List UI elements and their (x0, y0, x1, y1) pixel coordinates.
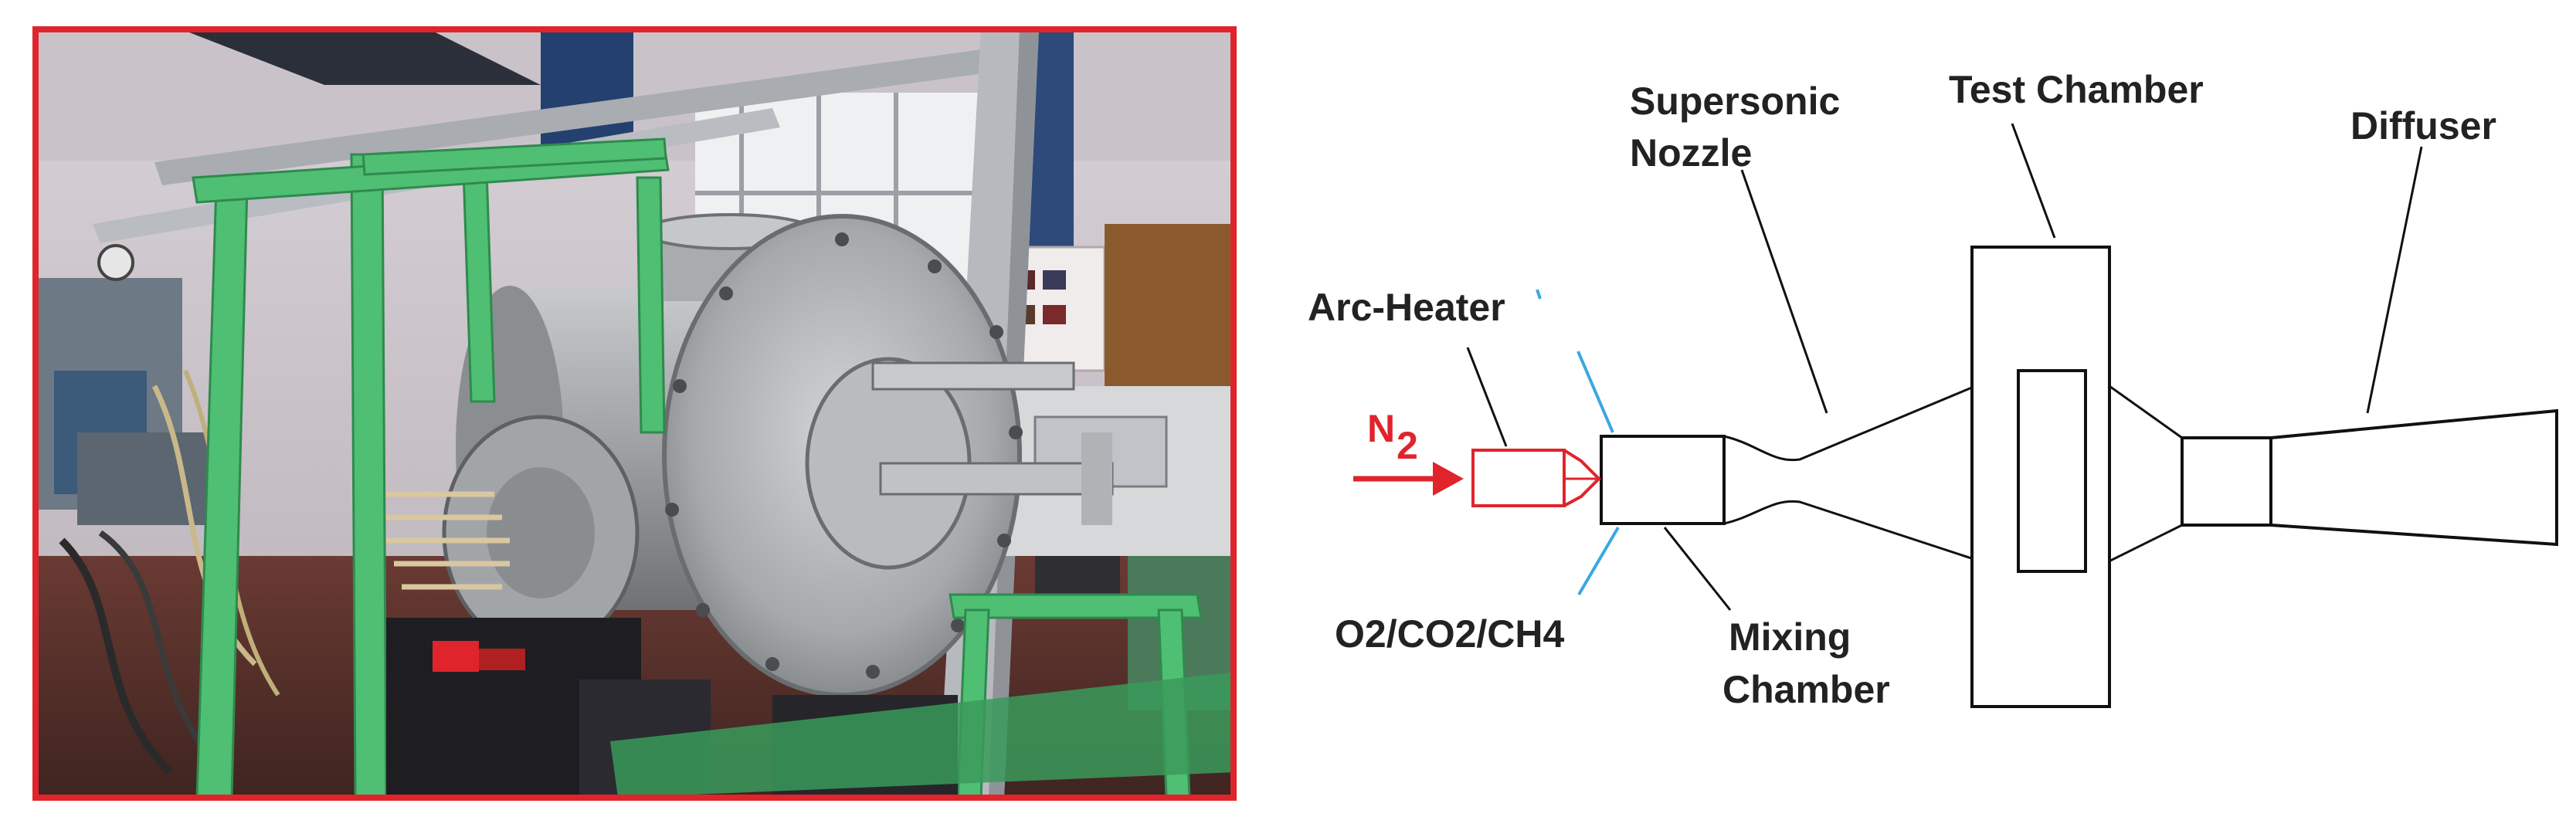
mixing-chamber-label-1: Mixing (1729, 615, 1851, 659)
test-chamber-inner-box (2017, 369, 2087, 573)
diffuser-leader (2366, 146, 2423, 414)
diffuser-shape (2085, 368, 2558, 574)
gases-label: O2/CO2/CH4 (1335, 612, 1565, 656)
nozzle-leader (1740, 169, 1828, 414)
n2-subscript: 2 (1397, 424, 1418, 467)
supersonic-nozzle-shape (1723, 368, 2017, 574)
mixing-chamber-box (1600, 435, 1726, 525)
mixing-chamber-leader (1663, 527, 1732, 611)
arc-heater-shape (1471, 449, 1601, 507)
n2-label: N (1367, 407, 1395, 450)
test-chamber-leader (2011, 123, 2056, 239)
mixing-chamber-label-2: Chamber (1722, 668, 1890, 711)
injection-line-bottom (1577, 526, 1620, 596)
test-chamber-label: Test Chamber (1949, 68, 2204, 111)
facility-photo (36, 29, 1234, 798)
injection-line-top (1576, 351, 1614, 433)
arc-heater-leader (1466, 347, 1508, 447)
supersonic-nozzle-label-1: Supersonic (1630, 80, 1840, 123)
photo-frame (32, 26, 1237, 801)
schematic-diagram: Supersonic Nozzle Test Chamber Diffuser … (1308, 68, 2558, 711)
injection-mark-top (1536, 289, 1542, 300)
arc-heater-label: Arc-Heater (1308, 286, 1505, 329)
diffuser-label: Diffuser (2350, 104, 2496, 147)
n2-inlet-arrow (1353, 462, 1464, 496)
supersonic-nozzle-label-2: Nozzle (1630, 131, 1752, 175)
